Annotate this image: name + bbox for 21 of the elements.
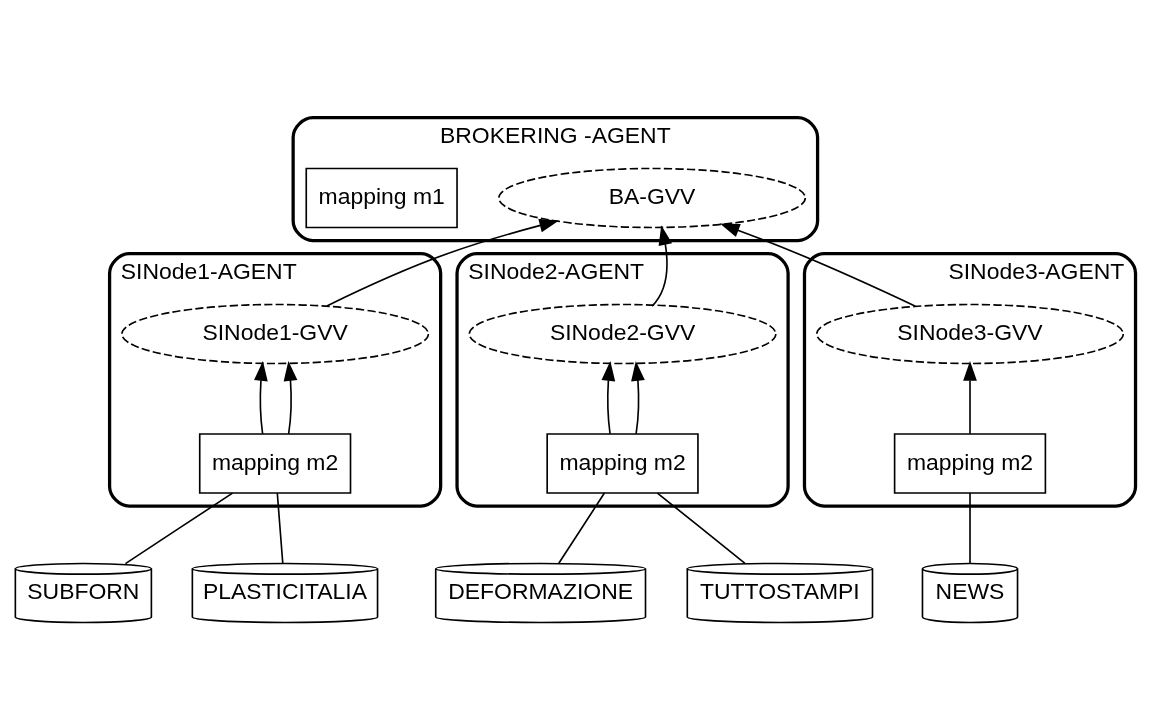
arrow	[719, 223, 917, 307]
arrow	[963, 361, 977, 435]
arrow	[326, 218, 560, 307]
node-ellipse: SINode2-GVV	[468, 303, 777, 365]
node-box: mapping m1	[305, 167, 458, 229]
node-ellipse: SINode3-GVV	[815, 303, 1125, 365]
node-ellipse: SINode1-GVV	[121, 303, 430, 365]
arrow	[283, 361, 298, 435]
arrow	[651, 225, 673, 307]
node-ellipse: BA-GVV	[498, 167, 807, 229]
node-box: mapping m2	[198, 433, 352, 494]
arrow	[631, 361, 645, 435]
connector	[656, 492, 746, 565]
connector	[124, 492, 234, 565]
arrow	[601, 361, 616, 435]
arrow	[254, 361, 268, 435]
node-box: mapping m2	[546, 433, 699, 494]
connector	[276, 492, 284, 565]
connector	[969, 492, 971, 565]
connector	[558, 492, 606, 565]
node-box: mapping m2	[893, 433, 1047, 494]
